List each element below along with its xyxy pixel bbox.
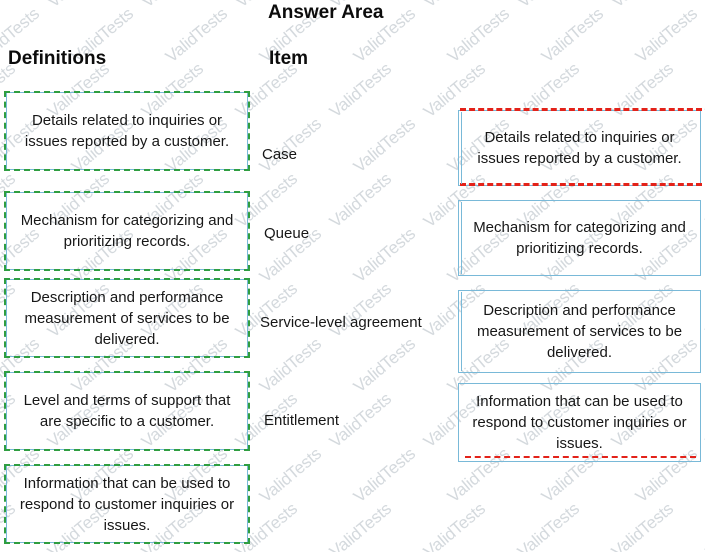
definition-text: Level and terms of support that are spec… [23, 392, 231, 430]
watermark-text: ValidTests [690, 0, 705, 25]
watermark-text: ValidTests [244, 528, 351, 552]
watermark-text: ValidTests [32, 0, 139, 25]
answer-text: Mechanism for categorizing and prioritiz… [473, 219, 686, 257]
item-label-1: Queue [264, 225, 310, 242]
item-column-title: Item [269, 48, 309, 69]
watermark-text: ValidTests [325, 59, 395, 122]
watermark-text: ValidTests [502, 0, 609, 25]
answer-text: Details related to inquiries or issues r… [477, 129, 682, 167]
definition-text: Mechanism for categorizing and prioritiz… [20, 212, 234, 250]
definition-tile-1[interactable]: Mechanism for categorizing and prioritiz… [4, 191, 250, 271]
watermark-text: ValidTests [349, 114, 419, 177]
watermark-text: ValidTests [325, 279, 395, 342]
definition-tile-2[interactable]: Description and performance measurement … [4, 278, 250, 358]
watermark-text: ValidTests [255, 114, 325, 177]
answer-tile-0[interactable]: Details related to inquiries or issues r… [458, 108, 702, 186]
watermark-text: ValidTests [126, 0, 233, 25]
watermark-text: ValidTests [701, 499, 705, 552]
answer-area-title: Answer Area [268, 2, 384, 23]
definitions-column-title: Definitions [8, 48, 107, 69]
watermark-text: ValidTests [349, 444, 419, 507]
watermark-text: ValidTests [255, 444, 325, 507]
watermark-text: ValidTests [631, 4, 701, 67]
watermark-text: ValidTests [443, 4, 513, 67]
tile-inner-edge [461, 292, 462, 371]
tile-inner-edge [461, 202, 462, 274]
watermark-text: ValidTests [620, 528, 705, 552]
watermark-text: ValidTests [349, 224, 419, 287]
answer-tile-2[interactable]: Description and performance measurement … [458, 290, 701, 373]
watermark-text: ValidTests [432, 528, 539, 552]
answer-text: Information that can be used to respond … [472, 393, 687, 452]
tile-inner-edge [461, 112, 462, 184]
definition-text: Description and performance measurement … [24, 288, 230, 348]
definition-tile-3[interactable]: Level and terms of support that are spec… [4, 371, 250, 451]
watermark-text: ValidTests [419, 499, 489, 552]
watermark-text: ValidTests [161, 4, 231, 67]
watermark-text: ValidTests [526, 528, 633, 552]
watermark-text: ValidTests [607, 499, 677, 552]
watermark-text: ValidTests [408, 0, 515, 25]
watermark-text: ValidTests [325, 499, 395, 552]
definition-text: Details related to inquiries or issues r… [24, 112, 230, 150]
answer-tile-1[interactable]: Mechanism for categorizing and prioritiz… [458, 200, 701, 276]
definition-text: Information that can be used to respond … [19, 474, 235, 534]
watermark-text: ValidTests [338, 528, 445, 552]
item-label-3: Entitlement [264, 412, 340, 429]
answer-text: Description and performance measurement … [476, 302, 683, 361]
item-label-0: Case [262, 146, 298, 163]
watermark-text: ValidTests [325, 169, 395, 232]
item-label-2: Service-level agreement [260, 314, 422, 331]
answer-tile-3[interactable]: Information that can be used to respond … [458, 383, 701, 462]
watermark-text: ValidTests [596, 0, 703, 25]
definition-tile-0[interactable]: Details related to inquiries or issues r… [4, 91, 250, 171]
watermark-text: ValidTests [255, 224, 325, 287]
watermark-text: ValidTests [537, 4, 607, 67]
definition-tile-4[interactable]: Information that can be used to respond … [4, 464, 250, 544]
watermark-text: ValidTests [0, 0, 46, 25]
watermark-text: ValidTests [513, 499, 583, 552]
